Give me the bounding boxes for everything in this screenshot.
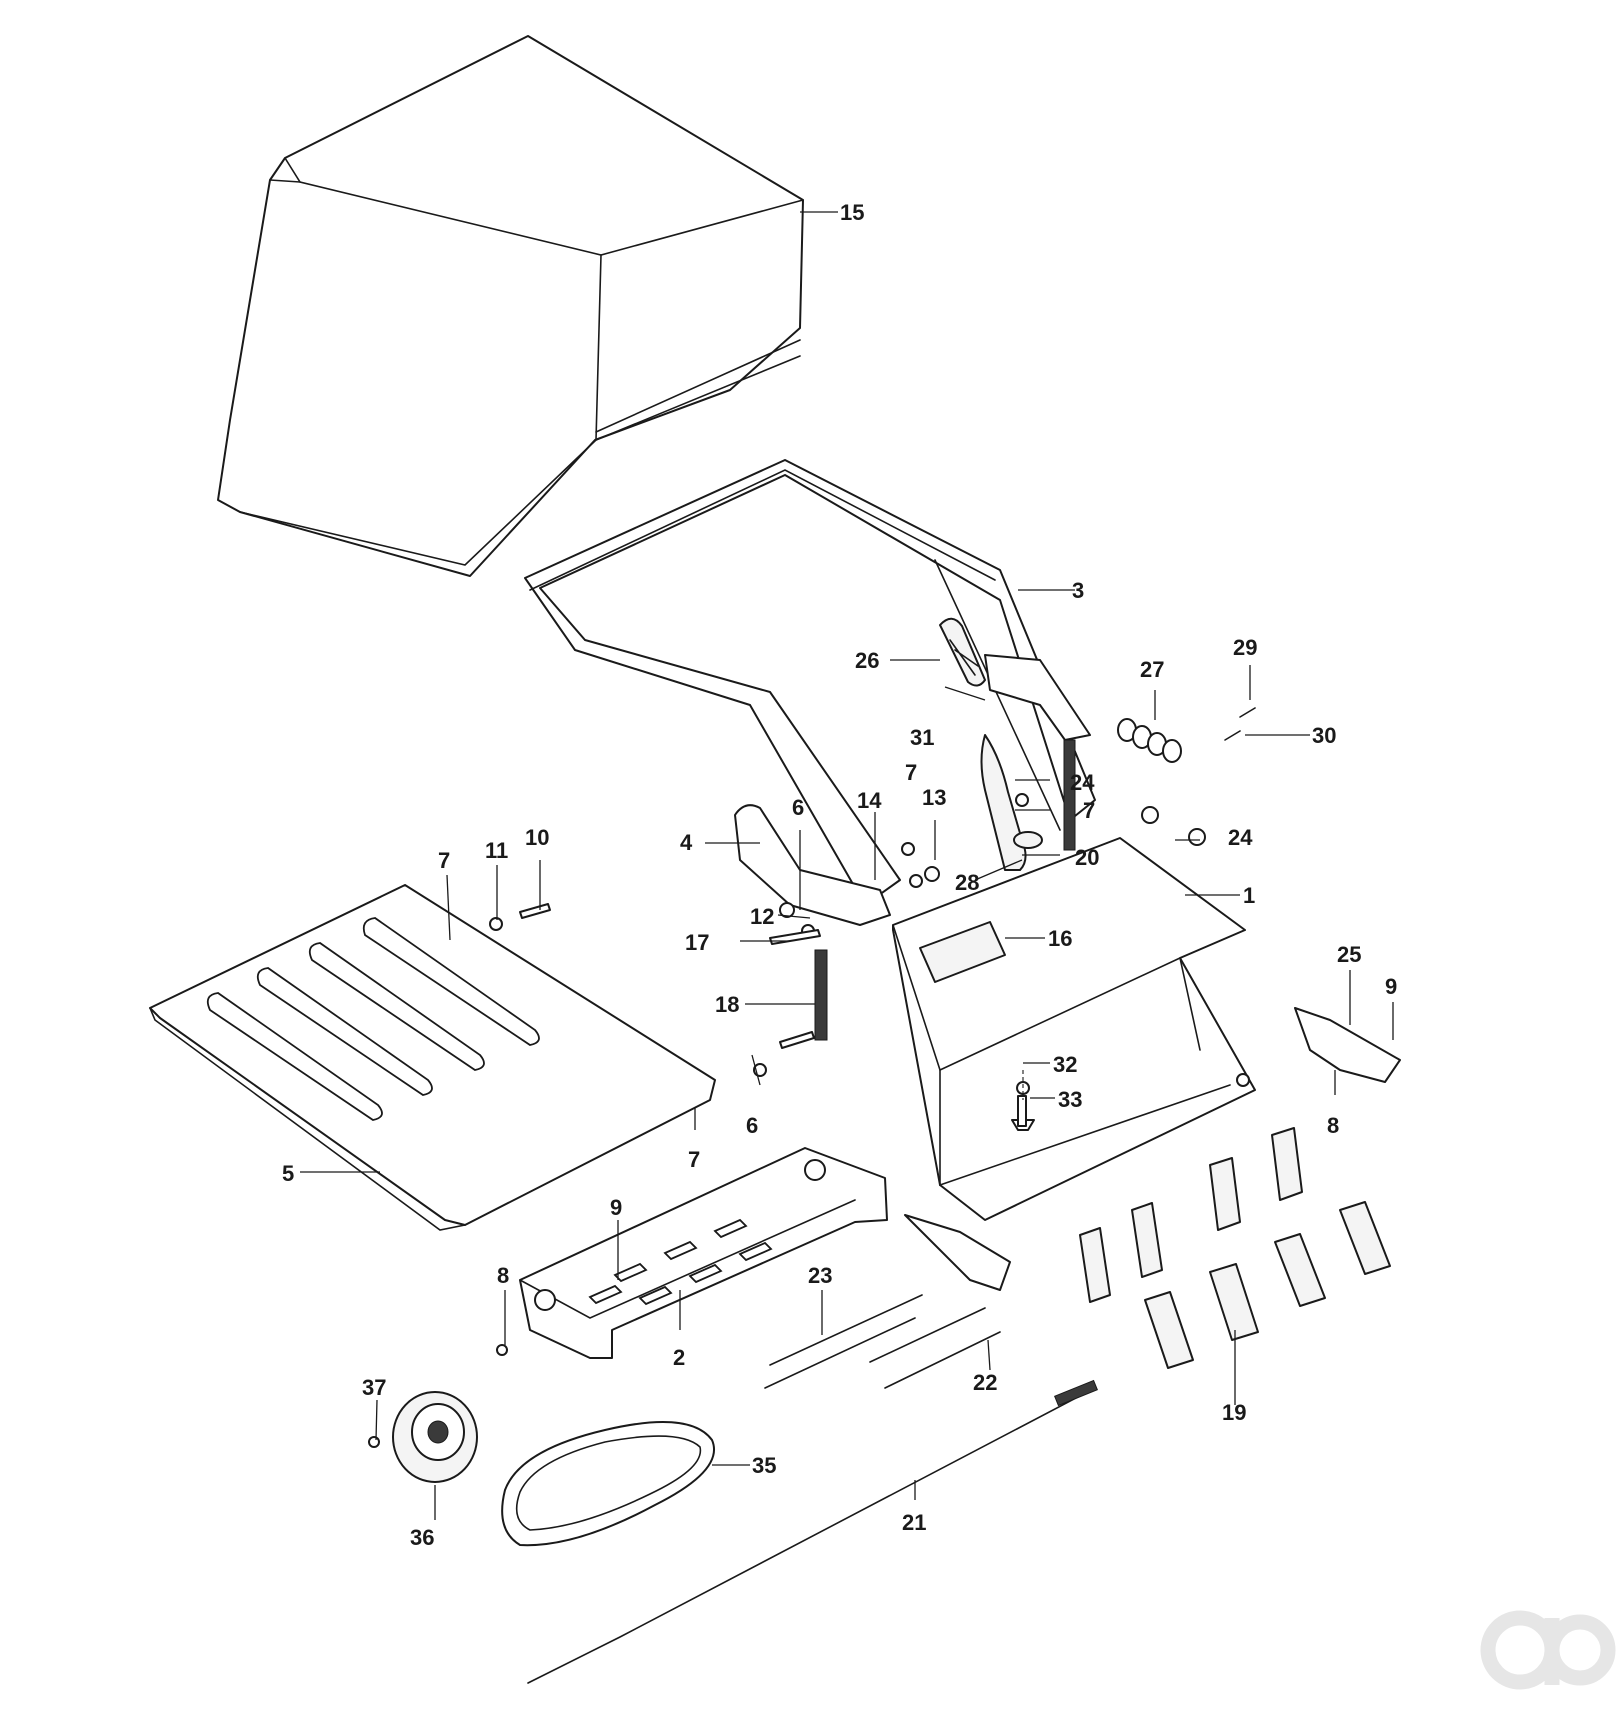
small-deflector-part xyxy=(904,1214,1011,1291)
callout-23: 23 xyxy=(808,1263,832,1288)
callout-22: 22 xyxy=(973,1370,997,1395)
callout-8a: 8 xyxy=(1327,1113,1339,1138)
belt-part xyxy=(501,1421,715,1547)
callout-20: 20 xyxy=(1075,845,1099,870)
callout-29: 29 xyxy=(1233,635,1257,660)
callout-14: 14 xyxy=(857,788,882,813)
callout-11: 11 xyxy=(485,838,508,863)
callout-16: 16 xyxy=(1048,926,1072,951)
callout-32: 32 xyxy=(1053,1052,1077,1077)
callout-7c: 7 xyxy=(438,848,450,873)
callout-24a: 24 xyxy=(1070,770,1095,795)
callout-6a: 6 xyxy=(792,795,804,820)
callout-24b: 24 xyxy=(1228,825,1253,850)
grass-bag-part xyxy=(217,35,804,577)
spring-part xyxy=(814,949,828,1041)
callout-1: 1 xyxy=(1243,883,1255,908)
callout-12: 12 xyxy=(750,904,774,929)
callout-3: 3 xyxy=(1072,578,1084,603)
callout-36: 36 xyxy=(410,1525,434,1550)
callout-28: 28 xyxy=(955,870,979,895)
label-plate-part xyxy=(919,921,1006,983)
callout-4: 4 xyxy=(680,830,693,855)
cable-guide-part xyxy=(939,617,986,687)
side-plate-part xyxy=(1294,1007,1401,1083)
pulley-part xyxy=(392,1391,478,1483)
right-bracket-part xyxy=(984,654,1091,741)
callout-15: 15 xyxy=(840,200,864,225)
callout-2: 2 xyxy=(673,1345,685,1370)
cable-part xyxy=(527,1379,1098,1684)
pins-part xyxy=(1224,707,1256,741)
callout-7a: 7 xyxy=(1083,798,1095,823)
callout-9b: 9 xyxy=(610,1195,622,1220)
callout-5: 5 xyxy=(282,1161,294,1186)
left-bracket-part xyxy=(734,804,891,926)
callout-37: 37 xyxy=(362,1375,386,1400)
callout-25: 25 xyxy=(1337,942,1361,967)
rods-part xyxy=(764,1294,1001,1389)
callout-27: 27 xyxy=(1140,657,1164,682)
deck-bracket-part xyxy=(519,1147,888,1359)
watermark-logo xyxy=(1480,1610,1616,1690)
callout-6b: 6 xyxy=(746,1113,758,1138)
callout-7b: 7 xyxy=(905,760,917,785)
callout-33: 33 xyxy=(1058,1087,1082,1112)
callout-13: 13 xyxy=(922,785,946,810)
callout-35: 35 xyxy=(752,1453,776,1478)
callout-26: 26 xyxy=(855,648,879,673)
callout-10: 10 xyxy=(525,825,549,850)
handle-frame-part xyxy=(524,459,1096,906)
callout-19: 19 xyxy=(1222,1400,1246,1425)
callout-18: 18 xyxy=(715,992,739,1017)
callout-30: 30 xyxy=(1312,723,1336,748)
washer-set-part xyxy=(1117,718,1182,763)
blade-set-part xyxy=(1079,1127,1391,1369)
spring-vertical-part xyxy=(1063,739,1076,851)
callout-labels: 15 3 29 27 26 30 31 24 7 7 14 13 6 24 4 … xyxy=(282,200,1397,1550)
callout-17: 17 xyxy=(685,930,709,955)
rear-deflector-plate-part xyxy=(149,884,716,1231)
callout-9a: 9 xyxy=(1385,974,1397,999)
callout-31: 31 xyxy=(910,725,934,750)
leader-lines xyxy=(300,211,1394,1520)
callout-7d: 7 xyxy=(688,1147,700,1172)
callout-21: 21 xyxy=(902,1510,926,1535)
callout-8b: 8 xyxy=(497,1263,509,1288)
